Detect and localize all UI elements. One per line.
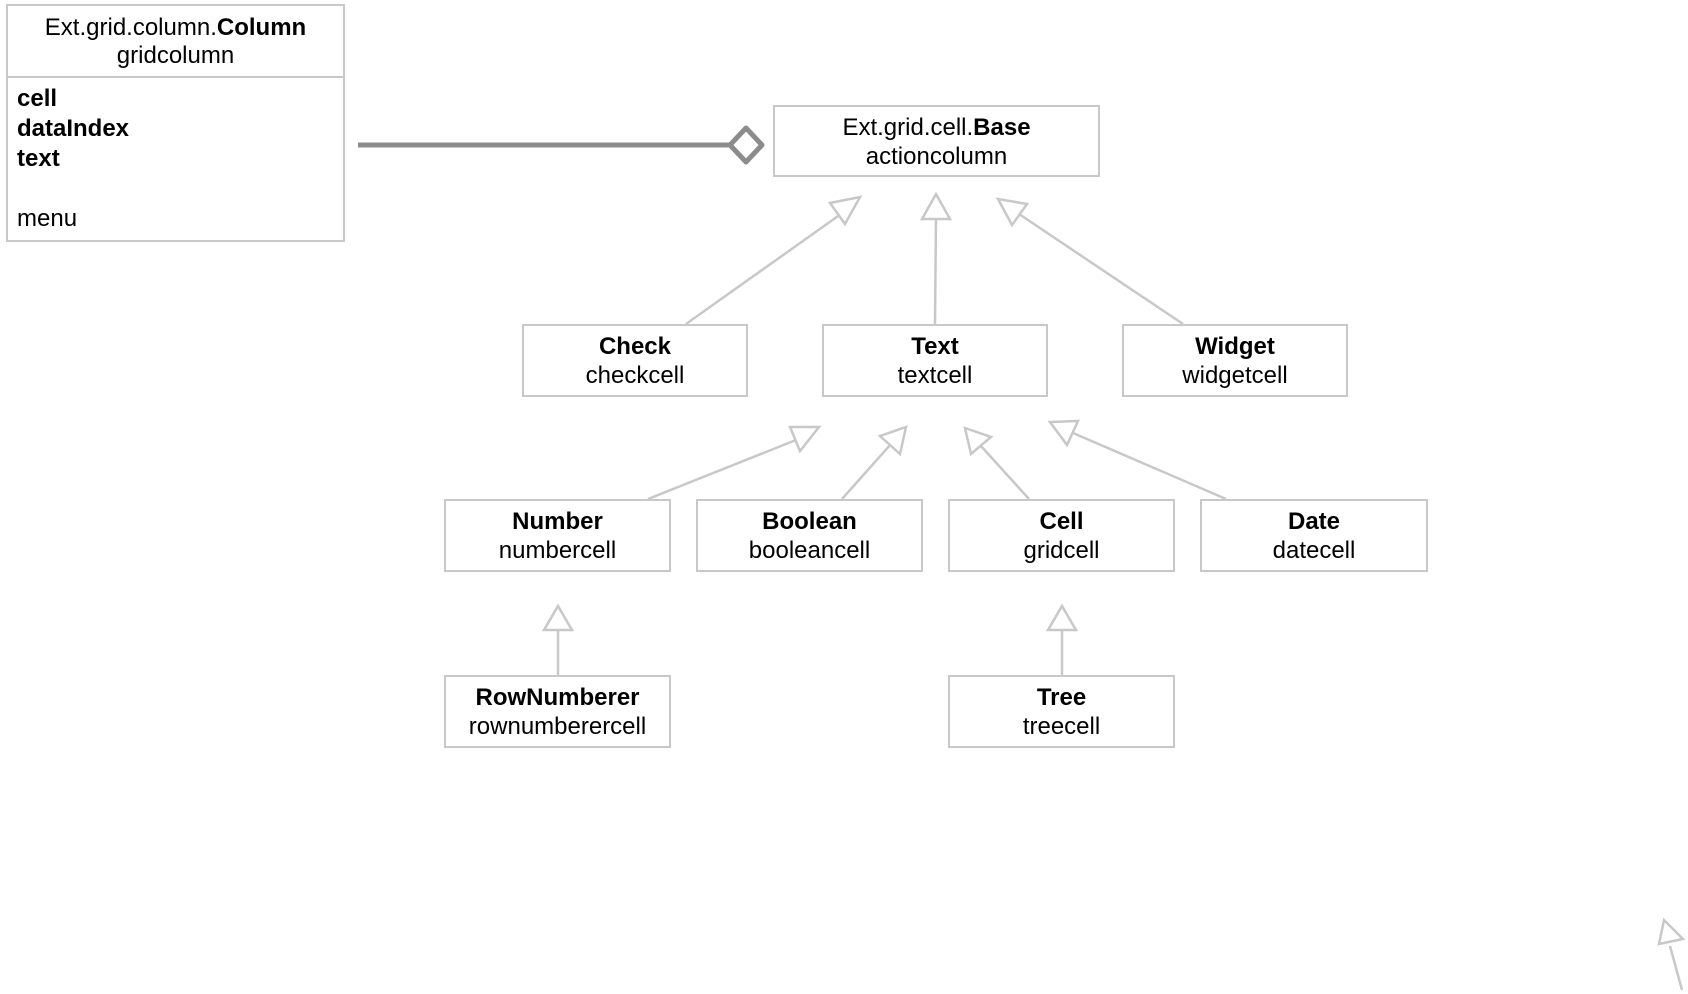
rownumberer-class-name: RowNumberer (475, 684, 640, 711)
base-class-namespace: Ext.grid.cell. (842, 114, 974, 141)
number-class-name: Number (512, 508, 603, 535)
inheritance-arrow-widget (995, 197, 1184, 326)
inheritance-arrow-rownumberer (541, 603, 575, 675)
base-class-title: Ext.grid.cell.Base (775, 107, 1098, 142)
boolean-class-name: Boolean (762, 508, 857, 535)
inheritance-arrow-boolean (841, 425, 908, 500)
column-class-header: Ext.grid.column.Column gridcolumn (8, 6, 343, 78)
rownumberer-class-alias: rownumberercell (468, 713, 647, 740)
cell-class-alias: gridcell (1023, 537, 1100, 564)
property-text: text (17, 145, 60, 172)
aggregation-connector (358, 125, 765, 165)
number-class-alias: numbercell (498, 537, 617, 564)
text-class-name: Text (911, 333, 959, 360)
inheritance-arrow-text (919, 191, 953, 325)
inheritance-arrow-check (685, 195, 863, 326)
base-class-name: Base (973, 114, 1031, 141)
cell-class-box: Cell gridcell (948, 499, 1175, 572)
date-class-box: Date datecell (1200, 499, 1428, 572)
inheritance-arrow-tree (1045, 603, 1079, 675)
column-class-members: cell dataIndex text menu (8, 78, 343, 234)
tree-class-name: Tree (1036, 684, 1087, 711)
tree-class-alias: treecell (1022, 713, 1101, 740)
date-class-alias: datecell (1272, 537, 1356, 564)
widget-class-alias: widgetcell (1182, 362, 1288, 389)
check-class-box: Check checkcell (522, 324, 748, 397)
rownumberer-class-box: RowNumberer rownumberercell (444, 675, 671, 748)
text-class-alias: textcell (897, 362, 973, 389)
config-menu: menu (17, 205, 78, 232)
property-cell: cell (17, 85, 58, 112)
boolean-class-alias: booleancell (748, 537, 871, 564)
cell-class-name: Cell (1039, 508, 1084, 535)
column-class-box: Ext.grid.column.Column gridcolumn cell d… (6, 4, 345, 242)
text-class-box: Text textcell (822, 324, 1048, 397)
column-class-namespace: Ext.grid.column. (44, 14, 217, 41)
check-class-alias: checkcell (585, 362, 685, 389)
boolean-class-box: Boolean booleancell (696, 499, 923, 572)
tree-class-box: Tree treecell (948, 675, 1175, 748)
column-class-title: Ext.grid.column.Column (8, 6, 343, 42)
inheritance-arrow-number (647, 425, 822, 501)
check-class-name: Check (598, 333, 672, 360)
widget-class-box: Widget widgetcell (1122, 324, 1348, 397)
base-class-alias: actioncolumn (865, 143, 1008, 170)
base-class-box: Ext.grid.cell.Base actioncolumn (773, 105, 1100, 177)
date-class-name: Date (1287, 508, 1341, 535)
property-dataindex: dataIndex (17, 115, 130, 142)
number-class-box: Number numbercell (444, 499, 671, 572)
inheritance-arrow-date (1047, 419, 1227, 501)
column-class-name: Column (216, 14, 307, 41)
widget-class-name: Widget (1195, 333, 1275, 360)
offscreen-inheritance-arrow (1657, 917, 1686, 991)
inheritance-arrow-cell (963, 426, 1030, 500)
column-class-alias: gridcolumn (116, 42, 235, 69)
